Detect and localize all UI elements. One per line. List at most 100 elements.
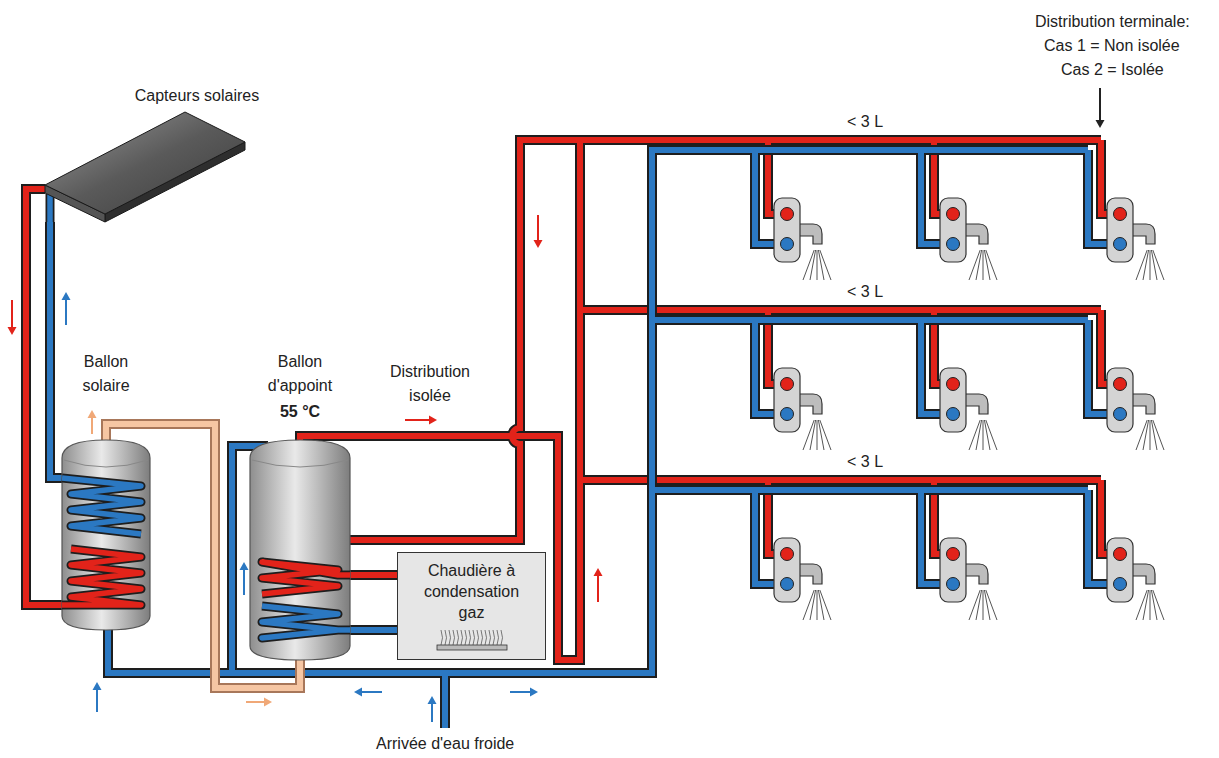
arrow-shaft (537, 215, 539, 240)
arrow-head (62, 292, 71, 300)
cold-knob (947, 578, 960, 591)
tap-spout (965, 394, 988, 414)
tap-spout (799, 224, 822, 244)
burner-flame (457, 630, 459, 645)
arrow-shaft (510, 691, 530, 693)
arrow-head (240, 562, 249, 570)
burner-flame (481, 630, 483, 645)
tap-body (1107, 198, 1133, 262)
tank-body (250, 440, 350, 660)
burner-flame (497, 630, 499, 645)
mixer-tap (940, 198, 997, 280)
arrow-head (354, 688, 362, 697)
cold-knob (1114, 578, 1127, 591)
hot-branch-pipe (580, 307, 1101, 313)
tap-spout (799, 394, 822, 414)
hot-knob (947, 548, 960, 561)
arrow-head (1096, 120, 1105, 128)
cold-knob (1114, 238, 1127, 251)
arrow-head (8, 327, 17, 335)
arrow-shaft (91, 418, 93, 434)
water-spray (976, 250, 982, 280)
burner-flame (489, 630, 491, 645)
hot-return-pipe (350, 140, 1101, 540)
arrow-shaft (65, 300, 67, 325)
tap-spout (965, 564, 988, 584)
arrow-shaft (405, 419, 429, 421)
hot-branch-pipe (580, 475, 1101, 485)
hot-branch-pipe (580, 305, 1101, 315)
arrow-shaft (96, 690, 98, 712)
water-spray (1143, 420, 1149, 450)
mixer-tap (1107, 368, 1164, 450)
mixer-tap (1107, 538, 1164, 620)
water-spray (1150, 420, 1151, 450)
pipe-outline (350, 570, 397, 580)
arrow-shaft (246, 701, 264, 703)
water-spray (983, 590, 984, 620)
tank-body (62, 440, 150, 630)
note-title: Distribution terminale: (1035, 10, 1190, 34)
water-spray (1153, 250, 1164, 280)
burner-bar (437, 645, 507, 650)
arrow-head (93, 682, 102, 690)
tap-body (774, 538, 800, 602)
tap-spout (799, 564, 822, 584)
water-spray (986, 420, 997, 450)
cold-branch-pipe (652, 317, 1088, 323)
burner-flame (477, 630, 479, 645)
flow-arrow (405, 416, 437, 425)
flow-arrow (88, 410, 97, 434)
flow-arrow (534, 215, 543, 248)
pipe-stub-outline (46, 194, 55, 222)
flow-arrow (428, 696, 437, 722)
cold-knob (781, 238, 794, 251)
hot-knob (1114, 208, 1127, 221)
cold-knob (781, 578, 794, 591)
arrow-shaft (431, 704, 433, 722)
tap-spout (1132, 224, 1155, 244)
burner-flame (441, 630, 443, 645)
mixer-tap (774, 368, 831, 450)
pipe (350, 627, 397, 633)
volume-label: < 3 L (847, 110, 883, 134)
pipe-outline (350, 625, 397, 635)
water-spray (810, 420, 816, 450)
flow-arrow (354, 688, 382, 697)
cold-branch-pipe (652, 487, 1088, 493)
tap-spout (1132, 564, 1155, 584)
boiler-return-pipe (350, 630, 397, 631)
pipe-outline (26, 189, 62, 605)
water-spray (976, 420, 982, 450)
tap-spout (965, 224, 988, 244)
water-spray (983, 420, 984, 450)
backup-tank: Ballon d'appoint55 °C (250, 440, 350, 660)
hot-return-pipe (350, 140, 1101, 540)
tank-rim (252, 460, 348, 467)
cold-inlet-pipe (442, 673, 448, 728)
burner-flame (461, 630, 463, 645)
hot-knob (781, 548, 794, 561)
gas-boiler: Chaudière à condensation gaz (397, 552, 546, 660)
tank-shape (250, 440, 350, 660)
cold-knob (1114, 408, 1127, 421)
mixer-tap (1107, 198, 1164, 280)
hot-branch-pipe (580, 477, 1101, 483)
volume-label: < 3 L (847, 280, 883, 304)
tap-spout (1132, 394, 1155, 414)
tap-body (774, 198, 800, 262)
volume-label: < 3 L (847, 450, 883, 474)
water-spray (1143, 590, 1149, 620)
hot-knob (781, 378, 794, 391)
mixer-tap (774, 198, 831, 280)
water-spray (817, 420, 818, 450)
flow-arrow (8, 300, 17, 335)
water-spray (817, 250, 818, 280)
hot-knob (947, 208, 960, 221)
arrow-head (534, 240, 543, 248)
arrow-head (88, 410, 97, 418)
pipe-stub (47, 194, 53, 222)
inlet-label: Arrivée d'eau froide (376, 732, 514, 756)
flow-arrow (1096, 88, 1105, 128)
